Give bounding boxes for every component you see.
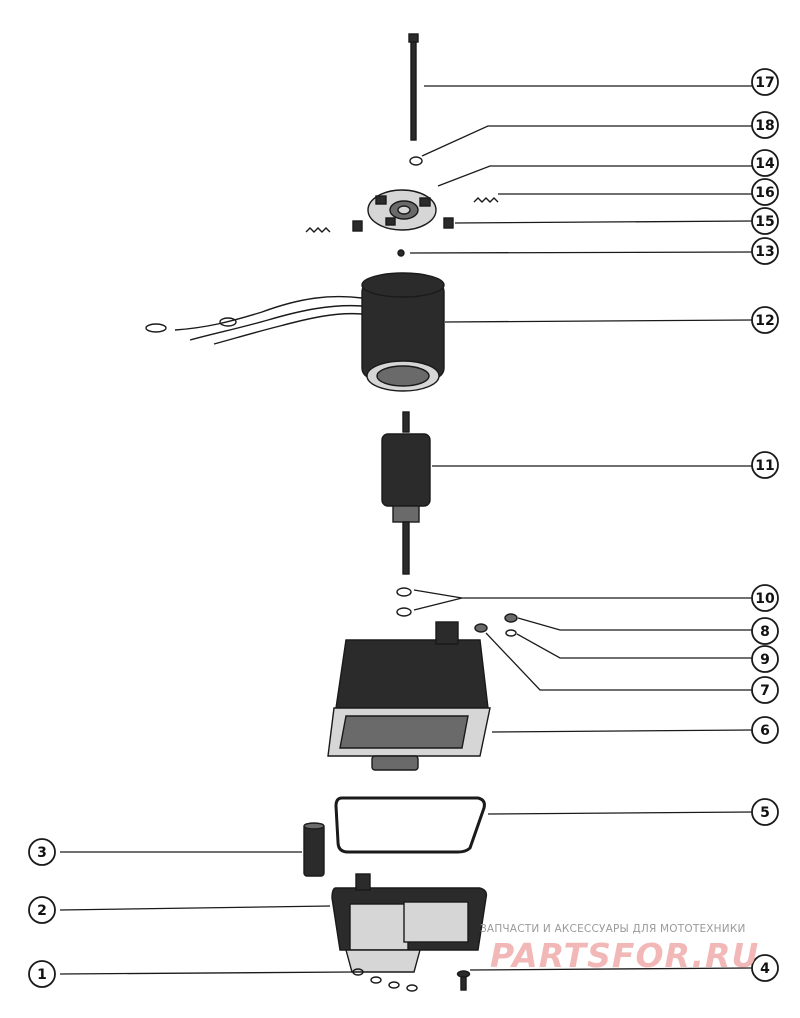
part-3-sleeve: [303, 822, 325, 877]
leader-lines: [59, 85, 753, 975]
svg-text:5: 5: [760, 805, 770, 821]
callout-5: 5: [751, 798, 779, 826]
leader-8: [517, 617, 752, 631]
svg-text:4: 4: [760, 961, 770, 977]
part-1-washers: [352, 968, 418, 992]
part-18-washer: [409, 156, 423, 166]
callout-4: 4: [751, 954, 779, 982]
leader-6: [491, 729, 753, 733]
callout-3: 3: [28, 838, 56, 866]
part-4-screw: [456, 970, 471, 991]
svg-text:10: 10: [755, 591, 775, 607]
svg-text:15: 15: [755, 214, 774, 230]
callout-1: 1: [28, 960, 56, 988]
callout-7: 7: [751, 676, 779, 704]
leader-14: [437, 165, 752, 187]
callout-2: 2: [28, 896, 56, 924]
callouts: 17 18 14 16 15 13 12 11: [28, 68, 779, 988]
callout-9: 9: [751, 645, 779, 673]
callout-18: 18: [751, 111, 779, 139]
svg-text:1: 1: [37, 967, 47, 983]
leader-1: [59, 971, 353, 975]
svg-text:18: 18: [755, 118, 774, 134]
leader-9: [516, 633, 752, 659]
leader-12: [444, 319, 753, 323]
part-16-springs: [305, 197, 499, 233]
leader-7: [485, 632, 752, 691]
callout-11: 11: [751, 451, 779, 479]
callout-17: 17: [751, 68, 779, 96]
part-15-brushes: [352, 217, 454, 232]
svg-text:11: 11: [755, 458, 774, 474]
leader-15: [454, 220, 753, 224]
callout-15: 15: [751, 207, 779, 235]
part-7-nut: [474, 623, 488, 633]
part-8-nut: [504, 613, 518, 623]
callout-10: 10: [751, 584, 779, 612]
part-13-washer: [397, 249, 405, 257]
part-5-gasket: [334, 796, 486, 854]
callout-12: 12: [751, 306, 779, 334]
part-14-brush-plate: [367, 189, 437, 231]
part-17-through-bolt: [408, 33, 419, 141]
part-10-washers: [396, 587, 412, 617]
svg-text:17: 17: [755, 75, 774, 91]
leader-5: [487, 811, 753, 815]
callout-13: 13: [751, 237, 779, 265]
watermark-brand: PARTSFOR.RU: [490, 936, 760, 975]
svg-text:3: 3: [37, 845, 47, 861]
part-9-washer: [505, 629, 517, 637]
callout-14: 14: [751, 149, 779, 177]
part-6-housing: [327, 621, 491, 771]
leader-18: [421, 125, 752, 157]
part-2-cover-plate: [331, 873, 488, 973]
leader-2: [59, 905, 331, 911]
svg-text:2: 2: [37, 903, 47, 919]
leader-13: [409, 251, 753, 254]
leader-4: [469, 967, 753, 971]
watermark-caption: ЗАПЧАСТИ И АКСЕССУАРЫ ДЛЯ МОТОТЕХНИКИ: [480, 923, 746, 935]
svg-text:6: 6: [760, 723, 770, 739]
callout-6: 6: [751, 716, 779, 744]
svg-text:12: 12: [755, 313, 774, 329]
callout-16: 16: [751, 178, 779, 206]
svg-text:7: 7: [760, 683, 770, 699]
svg-text:14: 14: [755, 156, 775, 172]
svg-text:8: 8: [760, 624, 770, 640]
svg-text:9: 9: [760, 652, 770, 668]
part-11-armature: [381, 411, 431, 575]
leader-10: [413, 589, 752, 611]
part-12-field-frame: [145, 272, 445, 392]
svg-text:16: 16: [755, 185, 774, 201]
callout-8: 8: [751, 617, 779, 645]
svg-text:13: 13: [755, 244, 774, 260]
